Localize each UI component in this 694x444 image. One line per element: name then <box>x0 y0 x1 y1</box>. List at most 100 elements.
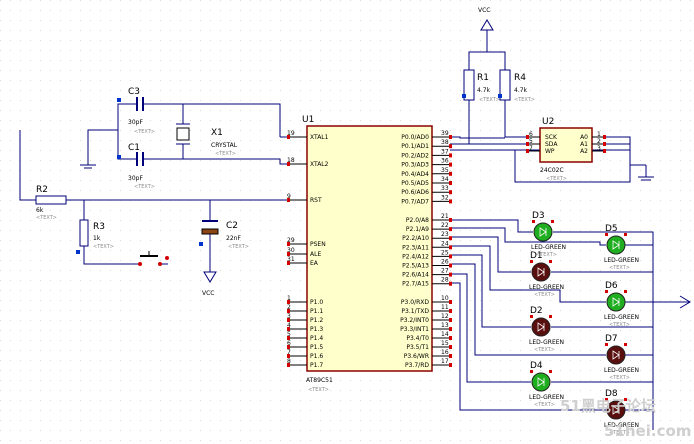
led-placeholder: <TEXT> <box>609 322 630 328</box>
pin-number: 30 <box>287 247 295 254</box>
pin-name: EA <box>310 260 319 267</box>
led-body <box>533 222 553 242</box>
svg-text:51hei.com: 51hei.com <box>604 422 691 440</box>
pin-name: P0.3/AD3 <box>401 162 429 169</box>
pin-name: P3.4/T0 <box>406 335 429 342</box>
led-value: LED-GREEN <box>604 314 639 321</box>
svg-text:<TEXT>: <TEXT> <box>479 97 500 103</box>
pin-name: SCK <box>545 134 558 141</box>
pin-number: 26 <box>441 259 449 266</box>
led-ref: D6 <box>605 281 618 291</box>
resistor-r1[interactable]: R1 4.7k <TEXT> <box>463 69 500 103</box>
pin-name: XTAL1 <box>310 134 329 141</box>
pin-number: 28 <box>441 277 449 284</box>
crystal-x1[interactable]: X1 CRYSTAL <TEXT> <box>176 120 238 157</box>
pin-number: 34 <box>441 176 449 183</box>
pin-name: P0.5/AD5 <box>401 180 429 187</box>
pin-name: P1.7 <box>310 362 323 369</box>
pin-number: 17 <box>441 358 449 365</box>
pin-name: A0 <box>580 134 588 141</box>
pin-name: P2.7/A15 <box>402 281 429 288</box>
svg-text:<TEXT>: <TEXT> <box>134 129 155 135</box>
capacitor-c2[interactable]: C2 22nF <TEXT> <box>201 218 249 250</box>
watermark: 51黑电子论坛 51hei.com <box>560 397 691 440</box>
pin-number: 23 <box>441 231 449 238</box>
pin-dot <box>549 370 552 373</box>
pin-dot <box>624 290 627 293</box>
capacitor-c3[interactable]: C3 30pF <TEXT> <box>128 87 155 135</box>
eeprom-pin-a2: 3A2 <box>580 145 606 155</box>
resistor-r2[interactable]: R2 6k <TEXT> <box>35 185 67 221</box>
led-body <box>531 317 551 337</box>
svg-text:CRYSTAL: CRYSTAL <box>211 142 238 149</box>
led-placeholder: <TEXT> <box>609 430 630 436</box>
pin-number: 31 <box>287 256 295 263</box>
svg-text:<TEXT>: <TEXT> <box>215 151 236 157</box>
pin-name: P2.4/A12 <box>402 253 429 260</box>
svg-text:51黑电子论坛: 51黑电子论坛 <box>560 397 656 415</box>
pin-number: 7 <box>529 145 533 152</box>
led-placeholder: <TEXT> <box>534 292 555 298</box>
svg-text:R3: R3 <box>93 222 105 232</box>
reset-pushbutton[interactable] <box>132 251 169 266</box>
pin-name: P3.6/WR <box>404 353 429 360</box>
pin-number: 10 <box>441 295 449 302</box>
pin-number: 39 <box>441 130 449 137</box>
pin-name: P2.6/A14 <box>402 272 429 279</box>
pin-number: 7 <box>287 349 291 356</box>
svg-text:<TEXT>: <TEXT> <box>546 176 567 182</box>
pin-number: 2 <box>597 138 601 145</box>
pin-dot <box>530 315 533 318</box>
resistor-r3[interactable]: R3 1k <TEXT> <box>79 219 114 250</box>
led-ref: D7 <box>605 334 618 344</box>
pin-number: 29 <box>287 237 295 244</box>
pin-name: P1.3 <box>310 326 323 333</box>
diode-icon <box>539 227 547 237</box>
capacitor-c1[interactable]: C1 30pF <TEXT> <box>128 143 155 190</box>
svg-text:6k: 6k <box>36 207 44 214</box>
mcu-ref: U1 <box>302 115 314 125</box>
mcu-u1[interactable]: U1 19XTAL118XTAL29RST29PSEN30ALE31EA1P1.… <box>287 115 452 393</box>
pin-name: P0.6/AD6 <box>401 189 429 196</box>
svg-text:22nF: 22nF <box>226 235 241 242</box>
pin-number: 1 <box>597 131 601 138</box>
svg-text:C2: C2 <box>226 221 238 231</box>
led-value: LED-GREEN <box>604 257 639 264</box>
svg-text:<TEXT>: <TEXT> <box>36 215 57 221</box>
svg-text:X1: X1 <box>211 128 223 138</box>
led-body <box>606 345 626 365</box>
led-value: LED-GREEN <box>604 422 639 429</box>
resistor-r4[interactable]: R4 4.7k <TEXT> <box>499 69 535 103</box>
pin-name: P0.7/AD7 <box>401 198 429 205</box>
svg-text:1k: 1k <box>93 235 101 242</box>
pin-name: P3.3/INT1 <box>400 326 429 333</box>
pin-number: 2 <box>287 304 291 311</box>
svg-text:30pF: 30pF <box>128 119 143 126</box>
diode-icon <box>537 322 545 332</box>
led-body <box>606 400 626 420</box>
mcu-pin-p1-2: 3P1.2 <box>287 313 323 324</box>
right-arrow-icon <box>679 295 691 309</box>
